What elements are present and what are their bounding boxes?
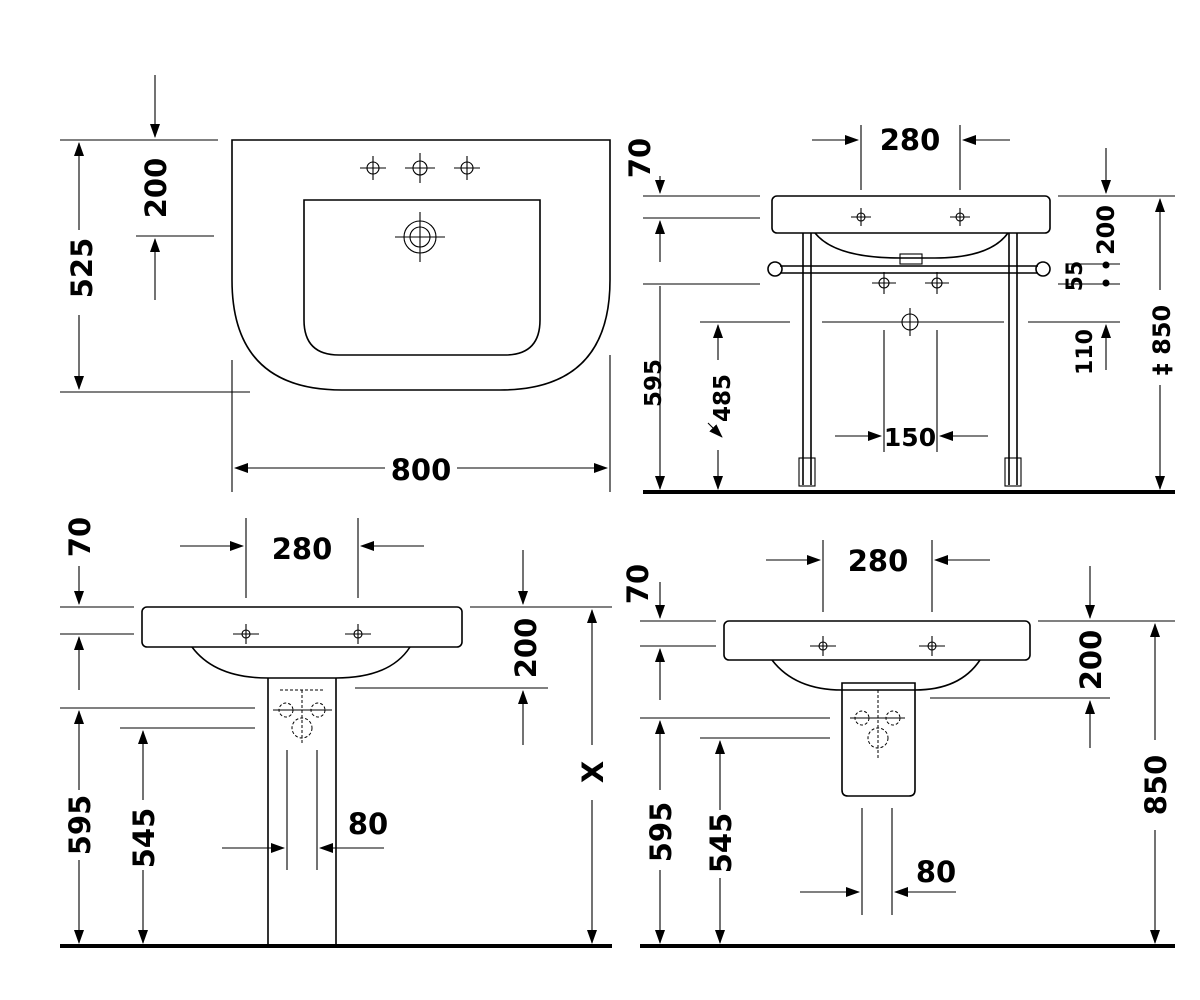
overall-height-label: ‡ 850 <box>1148 305 1176 375</box>
semi-pedestal-tap-markers <box>810 636 945 656</box>
pedestal-view: 280 70 595 545 80 200 X <box>60 517 612 948</box>
rim-height-label: 595 <box>644 802 678 863</box>
rail-label: 55 <box>1063 261 1088 292</box>
pedestal-hidden-trap <box>273 689 332 745</box>
drain-spacing-label: 150 <box>884 423 936 452</box>
pedestal-tap-markers <box>233 624 371 644</box>
top-view: 525 200 800 <box>60 75 611 492</box>
rim-label: 70 <box>63 517 97 557</box>
basin-front <box>771 195 1051 234</box>
overall-height-label: 850 <box>1139 755 1173 816</box>
trap-height-label: 545 <box>704 813 738 874</box>
pipe-width-label: 80 <box>916 855 956 889</box>
tap-spacing-label: 280 <box>880 123 941 157</box>
trap-height-label: 545 <box>127 808 161 869</box>
pedestal-basin <box>141 606 463 648</box>
width-label: 800 <box>391 453 452 487</box>
rim-height-label: 595 <box>641 359 667 407</box>
variable-height-label: X <box>576 761 610 783</box>
tap-spacing-label: 280 <box>272 532 333 566</box>
bowl-depth-label: 200 <box>1074 630 1108 691</box>
semi-pedestal-hidden-trap <box>850 690 905 760</box>
tap-spacing-label: 280 <box>848 544 909 578</box>
rim-label: 70 <box>621 564 655 604</box>
rim-height-label: 595 <box>63 795 97 856</box>
drain-symbol <box>395 212 445 262</box>
bowl-underside <box>814 232 1009 259</box>
trap-height-label: 485 <box>710 374 736 422</box>
console-tap-markers <box>851 208 970 336</box>
semi-pedestal-view: 280 70 595 545 80 200 850 <box>621 540 1175 948</box>
semi-pedestal-basin <box>723 620 1031 661</box>
depth-label: 525 <box>65 238 99 299</box>
basin-outline <box>231 139 611 391</box>
drain-label: 110 <box>1073 329 1098 375</box>
bowl-depth-label: 200 <box>1092 205 1120 255</box>
tap-hole-markers <box>360 153 480 183</box>
bowl-outline <box>303 199 541 356</box>
pedestal-width-label: 80 <box>348 807 388 841</box>
semi-pedestal-cover <box>841 682 916 797</box>
console-front-view: 280 70 595 485 150 200 55 110 ‡ 850 <box>623 123 1176 494</box>
tap-ledge-label: 200 <box>139 158 173 219</box>
rim-label: 70 <box>623 138 657 178</box>
bowl-depth-label: 200 <box>509 618 543 679</box>
